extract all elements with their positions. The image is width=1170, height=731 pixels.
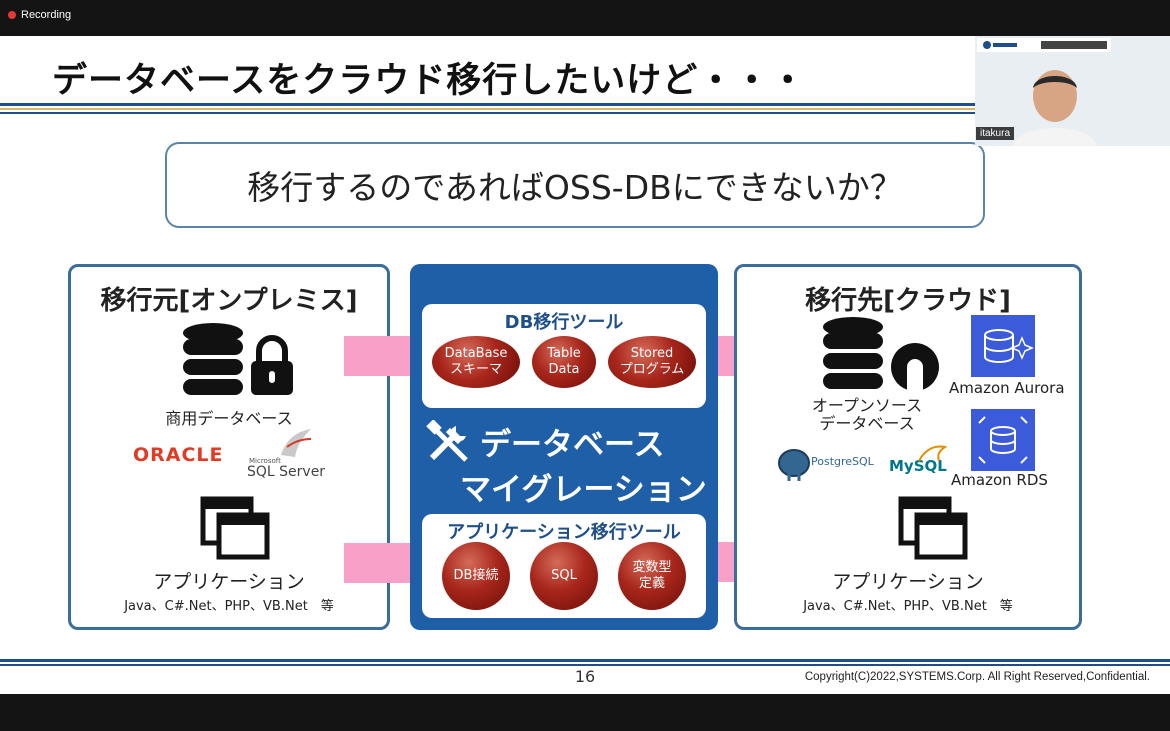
app-tool-variable-type: 変数型 定義 [618,542,686,610]
app-tool-db-connect: DB接続 [442,542,510,610]
source-panel-title: 移行元[オンプレミス] [100,286,358,316]
source-panel: 移行元[オンプレミス] 商用データベース ORACLE Microsoft SQ… [68,264,390,630]
right-app-langs: Java、C#.Net、PHP、VB.Net 等 [803,599,1013,614]
db-tool-stored: Stored プログラム [608,336,696,388]
recording-indicator: Recording [8,9,71,21]
amazon-aurora-icon [971,315,1035,377]
migration-line1: データベース [480,427,665,463]
db-tool-title: DB移行ツール [504,312,624,333]
rds-label: Amazon RDS [951,471,1048,489]
postgresql-logo-icon [778,449,810,481]
logos-strip-icon [977,38,1111,52]
copyright: Copyright(C)2022,SYSTEMS.Corp. All Right… [804,671,1150,683]
amazon-rds-icon [971,409,1035,471]
slide-title: データベースをクラウド移行したいけど・・・ [52,61,807,101]
db-tool-stored-text: Stored プログラム [619,346,685,377]
target-panel: 移行先[クラウド] オープンソース データベース Amazon Aurora [734,264,1082,630]
aurora-label: Amazon Aurora [949,379,1065,397]
db-tool-schema-text: DataBase スキーマ [444,346,508,377]
tools-icon [426,420,468,462]
application-window-icon [200,496,270,560]
migration-panel: DB移行ツール DataBase スキーマ Table Data Stored … [410,264,718,630]
db-tool-box: DB移行ツール DataBase スキーマ Table Data Stored … [422,304,706,408]
right-app-label: アプリケーション [832,571,984,593]
app-tool-sql-text: SQL [551,568,577,584]
question-text: 移行するのであればOSS-DBにできないか？ [247,168,903,207]
left-app-langs: Java、C#.Net、PHP、VB.Net 等 [124,599,334,614]
recording-dot-icon [8,11,16,19]
app-tool-box: アプリケーション移行ツール DB接続 SQL 変数型 定義 [422,514,706,618]
app-tool-title: アプリケーション移行ツール [447,522,681,543]
mysql-label: MySQL [889,457,947,475]
oss-database-icon [823,317,939,393]
meeting-bottom-bar [0,694,1170,731]
db-tool-table-text: Table Data [547,346,581,377]
question-box: 移行するのであればOSS-DBにできないか？ [165,142,985,228]
title-divider-lower [0,112,975,114]
recording-label: Recording [21,9,72,21]
footer-divider [0,659,1170,662]
arrow-left-bottom [344,543,414,583]
title-divider-gold [0,108,975,110]
app-tool-variable-type-text: 変数型 定義 [632,560,672,591]
sqlserver-logo-icon [281,429,312,457]
meeting-top-bar: Recording [0,0,1170,36]
migration-line2: マイグレーション [460,472,707,508]
page-number: 16 [574,667,596,686]
left-app-label: アプリケーション [153,571,305,593]
title-divider [0,103,975,106]
target-panel-title: 移行先[クラウド] [805,286,1011,316]
app-tool-db-connect-text: DB接続 [453,568,499,584]
db-tool-schema: DataBase スキーマ [432,336,520,388]
mysql-dolphin-icon [918,445,947,462]
oss-db-label: オープンソース データベース [811,396,923,433]
footer-divider-lower [0,664,1170,666]
oracle-logo: ORACLE [133,444,224,466]
database-lock-icon [183,323,293,395]
postgresql-label: PostgreSQL [811,455,874,468]
commercial-db-label: 商用データベース [165,409,293,428]
sqlserver-small: Microsoft [249,457,281,465]
target-application-window-icon [898,496,968,560]
participant-name: itakura [976,127,1015,140]
participant-video[interactable]: itakura [975,36,1170,146]
app-tool-sql: SQL [530,542,598,610]
arrow-left-top [344,336,414,376]
participant-avatar [1013,70,1097,146]
db-tool-table: Table Data [532,336,596,388]
sqlserver-name: SQL Server [247,464,326,480]
